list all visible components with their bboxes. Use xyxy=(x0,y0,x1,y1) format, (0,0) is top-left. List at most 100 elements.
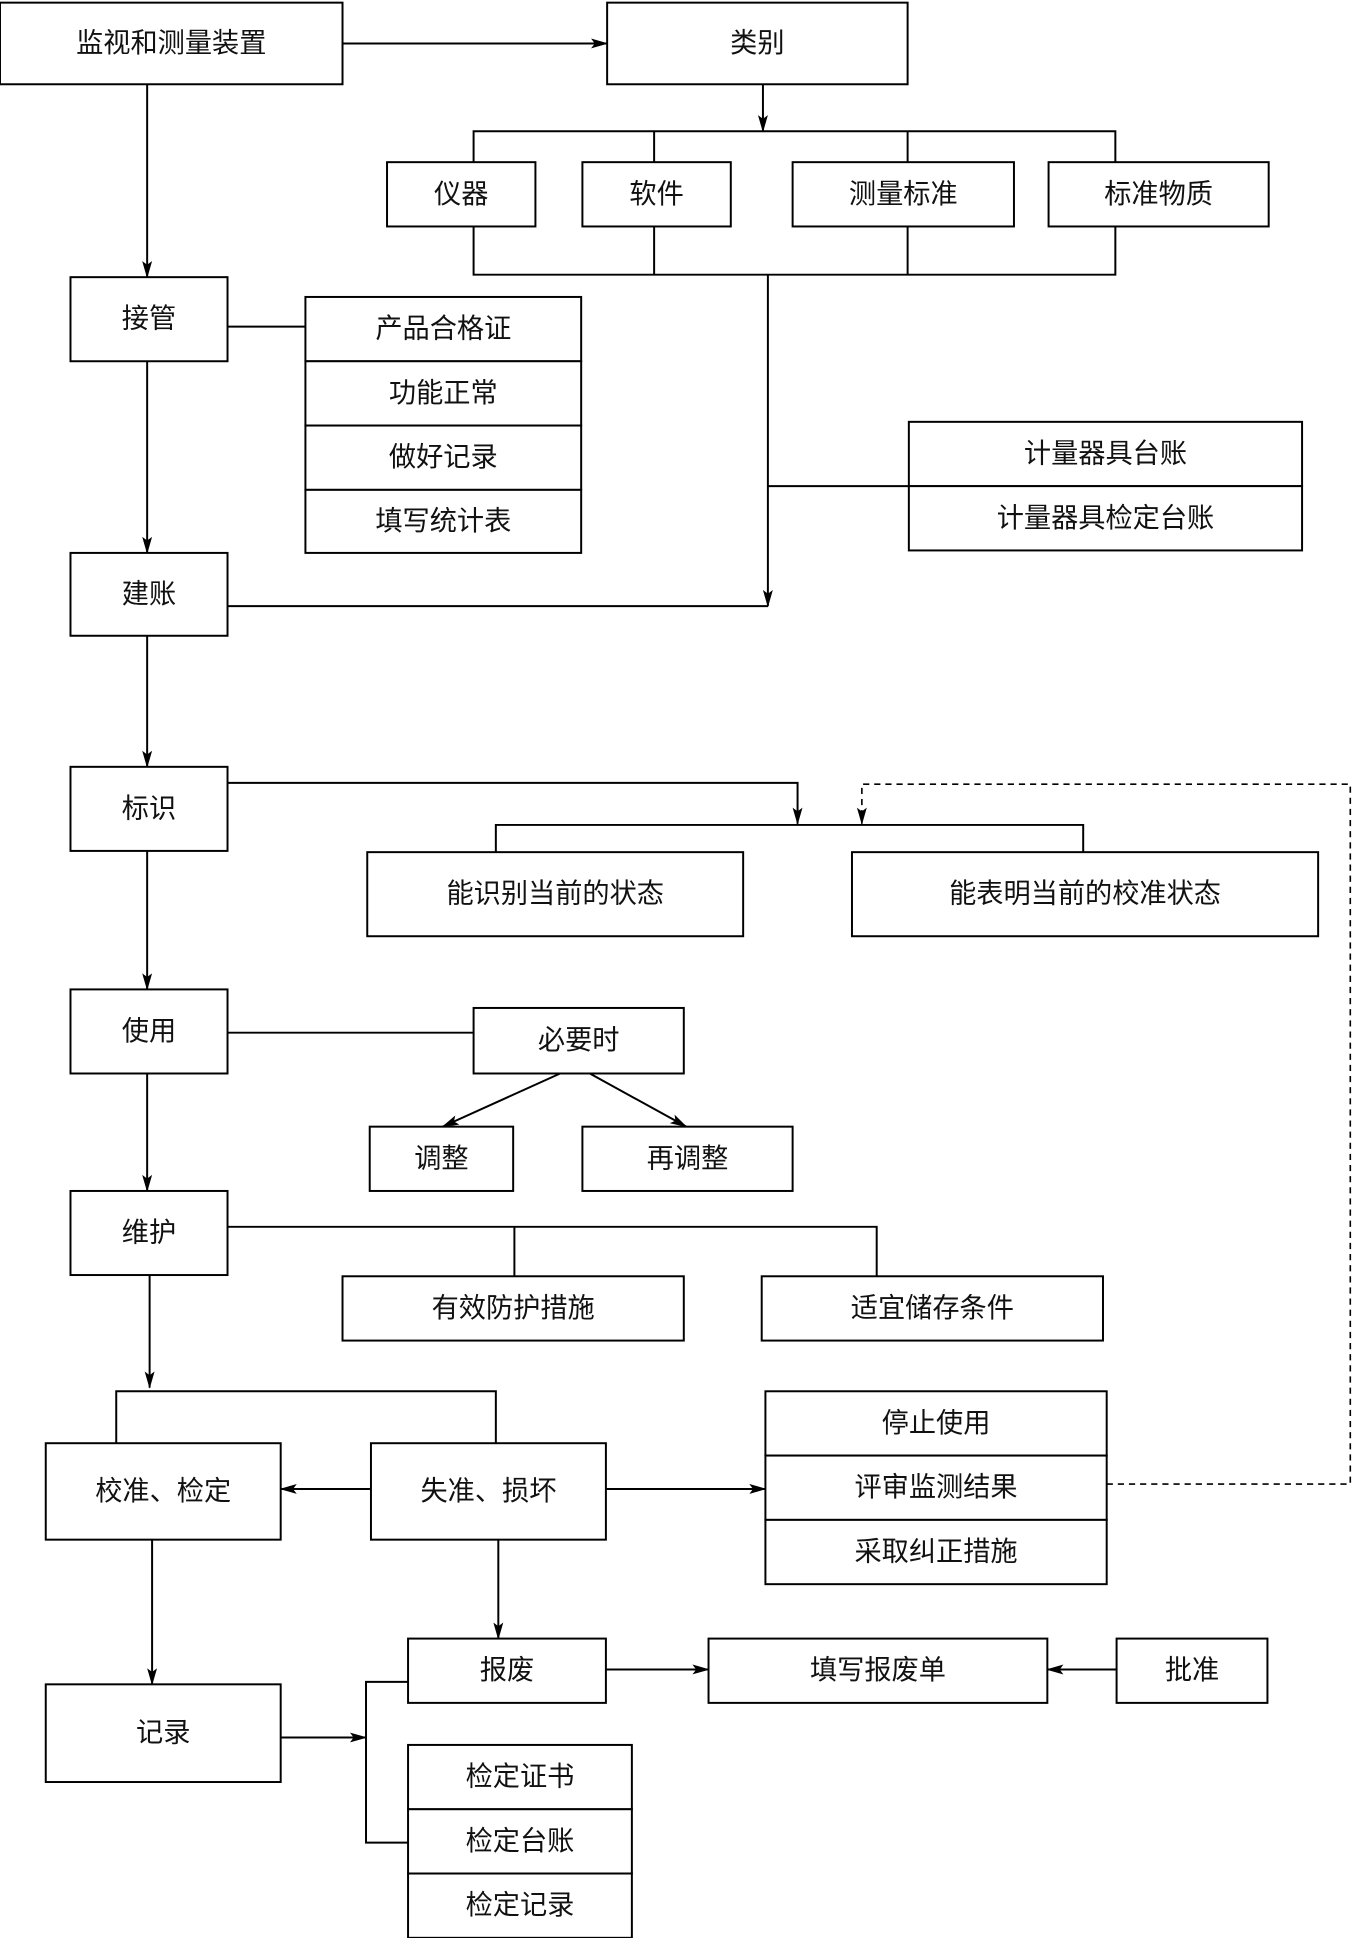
identify-current-box-label: 能识别当前的状态 xyxy=(446,879,664,910)
ledger-item-frame xyxy=(907,485,1304,552)
takeover-item: 做好记录 xyxy=(304,424,583,491)
identify-bus xyxy=(494,823,1085,853)
measure-standard-box-label: 测量标准 xyxy=(849,179,958,210)
readjust-box-frame xyxy=(581,1125,794,1192)
protection-box: 有效防护措施 xyxy=(341,1275,685,1342)
calibrate-box-label: 校准、检定 xyxy=(95,1476,231,1507)
maintain-box: 维护 xyxy=(69,1189,229,1277)
takeover-item-frame xyxy=(304,488,583,554)
use-box-frame xyxy=(69,988,229,1075)
takeover-item-label: 填写统计表 xyxy=(375,506,511,537)
record-item-label: 检定记录 xyxy=(466,1890,575,1921)
record-item-frame xyxy=(407,1743,633,1811)
build-ledger-box-label: 建账 xyxy=(122,579,176,610)
ledger-item-frame xyxy=(907,420,1304,488)
readjust-box: 再调整 xyxy=(581,1125,794,1192)
use-box: 使用 xyxy=(69,988,229,1075)
maintain-box-label: 维护 xyxy=(122,1217,176,1248)
measure-standard-box-frame xyxy=(791,161,1015,228)
adjust-box-label: 调整 xyxy=(414,1143,468,1174)
instrument-box-label: 仪器 xyxy=(434,179,488,210)
software-box: 软件 xyxy=(581,161,732,228)
category-box: 类别 xyxy=(606,1,909,86)
damage-action-item-label: 评审监测结果 xyxy=(854,1472,1017,1503)
scrap-form-box-frame xyxy=(707,1637,1049,1704)
connectors xyxy=(115,38,1352,1844)
scrap-box-label: 报废 xyxy=(480,1655,534,1686)
identify-current-box-frame xyxy=(366,851,745,938)
identify-current-box: 能识别当前的状态 xyxy=(366,851,745,938)
takeover-item-frame xyxy=(304,360,583,427)
use-box-label: 使用 xyxy=(122,1016,176,1047)
instrument-box-frame xyxy=(386,161,537,228)
storage-box-frame xyxy=(760,1275,1104,1342)
reference-material-box-label: 标准物质 xyxy=(1104,179,1213,210)
identify-calibration-box: 能表明当前的校准状态 xyxy=(850,851,1320,938)
monitor-box: 监视和测量装置 xyxy=(0,1,344,86)
takeover-item-frame xyxy=(304,424,583,491)
damaged-box-frame xyxy=(369,1442,607,1541)
readjust-box-label: 再调整 xyxy=(647,1143,729,1174)
takeover-item: 填写统计表 xyxy=(304,488,583,554)
category-box-label: 类别 xyxy=(730,28,784,59)
when-needed-box-frame xyxy=(472,1006,685,1075)
record-item-frame xyxy=(407,1808,633,1875)
calibrate-bus xyxy=(115,1390,497,1444)
damage-action-item: 停止使用 xyxy=(764,1390,1108,1457)
measure-standard-box: 测量标准 xyxy=(791,161,1015,228)
record-box-label: 记录 xyxy=(136,1718,190,1749)
takeover-item: 功能正常 xyxy=(304,360,583,427)
adjust-box: 调整 xyxy=(368,1125,515,1192)
damage-action-item-label: 停止使用 xyxy=(882,1408,991,1439)
maintain-bus xyxy=(227,1225,878,1277)
calibrate-box: 校准、检定 xyxy=(44,1442,282,1541)
arrow-to-adjust xyxy=(441,1072,561,1128)
monitor-box-frame xyxy=(0,1,344,86)
takeover-item-frame xyxy=(304,295,583,363)
scrap-box-frame xyxy=(407,1637,607,1704)
when-needed-box: 必要时 xyxy=(472,1006,685,1075)
arrow-identify-branch xyxy=(227,781,803,825)
damage-action-item-frame xyxy=(764,1390,1108,1457)
damaged-box-label: 失准、损坏 xyxy=(420,1476,556,1507)
record-box: 记录 xyxy=(44,1683,282,1784)
protection-box-label: 有效防护措施 xyxy=(432,1293,595,1324)
approve-box: 批准 xyxy=(1115,1637,1269,1704)
software-box-frame xyxy=(581,161,732,228)
arrow-to-readjust xyxy=(589,1072,688,1128)
approve-box-label: 批准 xyxy=(1165,1655,1219,1686)
scrap-form-box-label: 填写报废单 xyxy=(810,1655,946,1686)
damaged-box: 失准、损坏 xyxy=(369,1442,607,1541)
damage-action-item: 采取纠正措施 xyxy=(764,1518,1108,1586)
when-needed-box-label: 必要时 xyxy=(538,1025,620,1056)
scrap-form-box: 填写报废单 xyxy=(707,1637,1049,1704)
category-box-frame xyxy=(606,1,909,86)
scrap-box: 报废 xyxy=(407,1637,607,1704)
ledger-item-label: 计量器具台账 xyxy=(1024,438,1187,469)
identify-calibration-box-label: 能表明当前的校准状态 xyxy=(949,879,1221,910)
takeover-item-label: 功能正常 xyxy=(389,378,498,409)
record-item-frame xyxy=(407,1872,633,1938)
maintain-box-frame xyxy=(69,1189,229,1277)
monitor-box-label: 监视和测量装置 xyxy=(76,28,266,59)
storage-box: 适宜储存条件 xyxy=(760,1275,1104,1342)
identify-box: 标识 xyxy=(69,765,229,852)
record-box-frame xyxy=(44,1683,282,1784)
category-bus-top xyxy=(472,130,1117,163)
approve-box-frame xyxy=(1115,1637,1269,1704)
record-item: 检定证书 xyxy=(407,1743,633,1811)
identify-calibration-box-frame xyxy=(850,851,1320,938)
takeover-item-label: 产品合格证 xyxy=(375,314,511,345)
damage-action-item: 评审监测结果 xyxy=(764,1454,1108,1521)
takeover-item: 产品合格证 xyxy=(304,295,583,363)
takeover-box-label: 接管 xyxy=(122,304,176,335)
identify-box-label: 标识 xyxy=(122,793,176,824)
storage-box-label: 适宜储存条件 xyxy=(851,1293,1014,1324)
ledger-item-label: 计量器具检定台账 xyxy=(997,503,1215,534)
ledger-item: 计量器具台账 xyxy=(907,420,1304,488)
instrument-box: 仪器 xyxy=(386,161,537,228)
build-ledger-box: 建账 xyxy=(69,551,229,637)
reference-material-box-frame xyxy=(1047,161,1270,228)
